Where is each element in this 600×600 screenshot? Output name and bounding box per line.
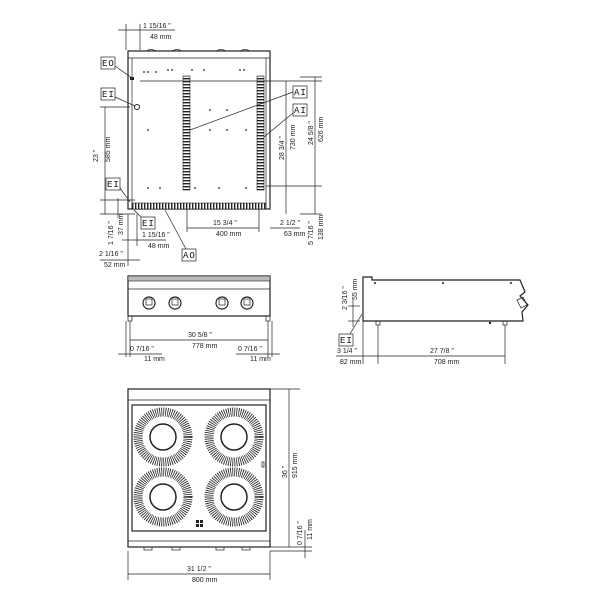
- heating-strip-left: [182, 75, 191, 191]
- dim-center-mm: 400 mm: [216, 231, 241, 238]
- dim-front-right-in: 0 7/16 ": [238, 346, 262, 353]
- dim-left-height-mm: 585 mm: [105, 137, 112, 162]
- front-view: 30 5/8 " 778 mm 0 7/16 " 11 mm 0 7/16 " …: [118, 275, 280, 363]
- top-view: 1 15/16 " 48 mm 23 " 58: [93, 23, 325, 269]
- control-knobs: [142, 296, 254, 310]
- label-ei-top: EI: [102, 90, 115, 100]
- dim-side-depth-in: 27 7/8 ": [430, 348, 454, 355]
- dim-side-height-mm: 55 mm: [352, 278, 359, 300]
- bottom-strip: [131, 202, 267, 210]
- dim-right-outer-in: 24 5/8 ": [308, 121, 315, 145]
- hotplate-front-right-icon: [204, 407, 264, 467]
- dim-bottom-far-in: 2 1/16 ": [99, 251, 123, 258]
- dim-front-width-mm: 778 mm: [192, 343, 217, 350]
- cooking-surface: [131, 404, 267, 532]
- dim-right-inner-mm: 730 mm: [290, 125, 297, 150]
- dim-bottom-ei-in: 1 15/16 ": [142, 232, 170, 239]
- dim-right-low-mm: 138 mm: [318, 215, 325, 240]
- dim-side-left-mm: 82 mm: [340, 359, 362, 366]
- dim-front-right-mm: 11 mm: [250, 356, 271, 363]
- hotplate-front-left-icon: [133, 407, 193, 467]
- dim-side-height-in: 2 3/16 ": [342, 286, 349, 310]
- side-view: 2 3/16 " 55 mm EI 3 1/4 " 82 mm 27 7/8 "…: [336, 276, 529, 366]
- label-ei-bottom: EI: [142, 219, 155, 229]
- plan-view: 36 " 915 mm 0 7/16 " 11 mm 31 1/2 " 800 …: [127, 388, 314, 584]
- dim-front-left-in: 0 7/16 ": [130, 346, 154, 353]
- label-ai-1: AI: [294, 88, 307, 98]
- dim-center-in: 15 3/4 ": [213, 220, 237, 227]
- dim-side-left-in: 3 1/4 ": [337, 348, 358, 355]
- dim-plan-small-in: 0 7/16 ": [297, 521, 304, 545]
- logo-icon: [196, 520, 203, 527]
- knob-4-icon: [240, 296, 254, 310]
- side-view-body: [362, 276, 529, 322]
- ei-connector-icon: [134, 104, 140, 110]
- dim-right-bottom-in: 2 1/2 ": [280, 220, 301, 227]
- plan-view-body: [127, 388, 271, 548]
- label-ao: AO: [183, 251, 196, 261]
- dim-top-offset-mm: 48 mm: [150, 34, 172, 41]
- dim-front-width-in: 30 5/8 ": [188, 332, 212, 339]
- dim-right-outer-mm: 626 mm: [318, 117, 325, 142]
- knob-2-icon: [168, 296, 182, 310]
- hotplate-rear-right-icon: [204, 467, 264, 527]
- label-ai-2: AI: [294, 106, 307, 116]
- knob-1-icon: [142, 296, 156, 310]
- front-view-body: [127, 275, 271, 317]
- dim-plan-width-mm: 800 mm: [192, 577, 217, 584]
- dim-side-depth-mm: 708 mm: [434, 359, 459, 366]
- top-view-body: [127, 50, 271, 210]
- label-ei-left: EI: [107, 180, 120, 190]
- dim-plan-width-in: 31 1/2 ": [187, 566, 211, 573]
- label-eo: EO: [102, 59, 115, 69]
- hotplate-rear-left-icon: [133, 467, 193, 527]
- dim-left-height-in: 23 ": [93, 149, 100, 162]
- knob-3-icon: [215, 296, 229, 310]
- dim-top-offset-in: 1 15/16 ": [143, 23, 171, 30]
- dim-bottom-ei-mm: 48 mm: [148, 243, 170, 250]
- dim-right-low-in: 5 7/16 ": [308, 221, 315, 245]
- heating-strip-right: [256, 75, 265, 191]
- dim-bottom-left-in: 1 7/16 ": [108, 221, 115, 245]
- dim-plan-depth-in: 36 ": [282, 465, 289, 478]
- dim-right-inner-in: 28 3/4 ": [279, 136, 286, 160]
- dim-front-left-mm: 11 mm: [144, 356, 165, 363]
- dim-plan-depth-mm: 915 mm: [292, 453, 299, 478]
- dim-plan-small-mm: 11 mm: [307, 519, 314, 540]
- label-side-ei: EI: [340, 336, 353, 346]
- dim-bottom-far-mm: 52 mm: [104, 262, 126, 269]
- dim-right-bottom-mm: 63 mm: [284, 231, 306, 238]
- dim-bottom-left-mm: 37 mm: [118, 213, 125, 235]
